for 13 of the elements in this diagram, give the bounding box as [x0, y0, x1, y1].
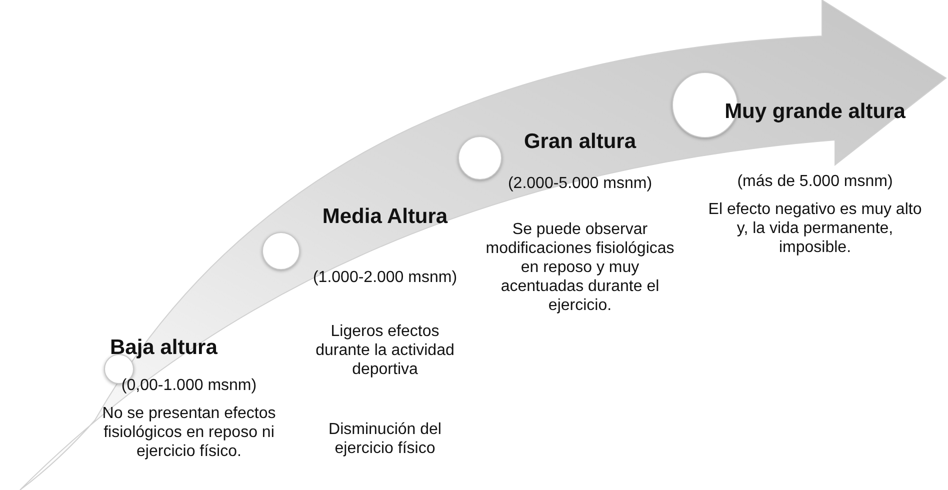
altitude-range: (más de 5.000 msnm) [736, 172, 894, 191]
stage-description: El efecto negativo es muy alto y, la vida permanente, imposible. [707, 200, 923, 257]
stage-title: Media Altura [321, 205, 449, 229]
stage-title: Baja altura [110, 336, 218, 360]
stage-title: Gran altura [522, 130, 638, 154]
stage-title: Muy grande altura [724, 100, 906, 124]
altitude-range: (0,00-1.000 msnm) [120, 376, 258, 395]
altitude-range: (1.000-2.000 msnm) [312, 268, 458, 287]
stage-description: No se presentan efectos fisiológicos en reposo ni ejercicio físico. [101, 404, 277, 461]
stage-description: Disminución del ejercicio físico [328, 420, 442, 458]
altitude-range: (2.000-5.000 msnm) [506, 174, 654, 193]
stage-description: Ligeros efectos durante la actividad deportiva [314, 322, 456, 379]
stage-description: Se puede observar modificaciones fisiológicas en reposo y muy acentuadas durante el ejercicio. [485, 220, 675, 315]
